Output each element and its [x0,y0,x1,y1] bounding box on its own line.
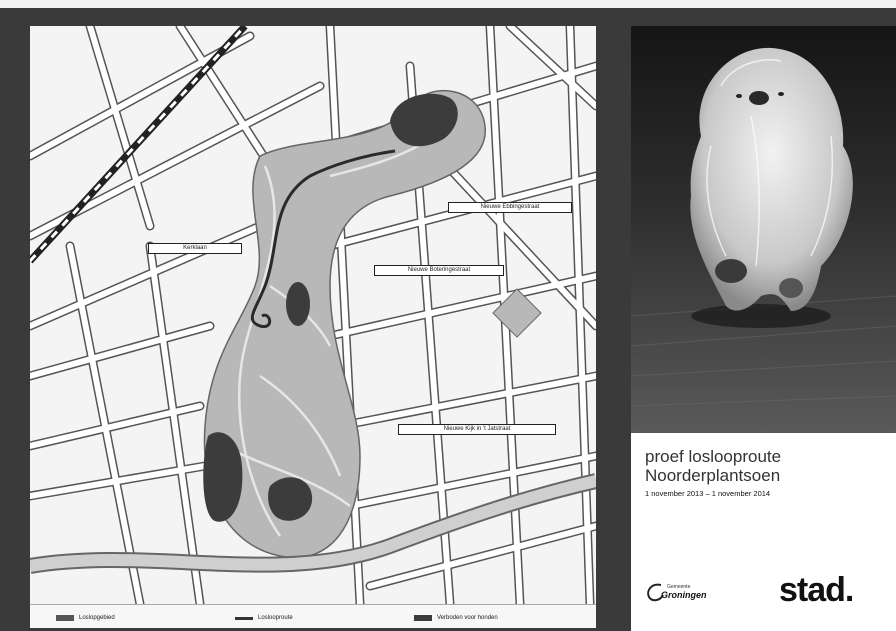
pond-north [390,93,458,147]
dog-photo [631,26,896,433]
railway-dashes [30,26,247,263]
legend-label-losloopgebied: Loslopgebied [79,615,115,621]
legend-item-verboden: Verboden voor honden [414,613,498,623]
legend-label-loslooproute: Loslooproute [258,615,293,621]
stad-brand-logo: stad. [779,571,854,609]
legend-item-loslooproute: Loslooproute [235,613,293,623]
legend-item-losloopgebied: Loslopgebied [56,613,115,623]
top-strip [0,0,896,8]
municipality-main-label: Groningen [661,590,707,600]
route-title-line2: Noorderplantsoen [645,466,781,485]
pond-middle [286,282,310,326]
route-dates: 1 november 2013 – 1 november 2014 [645,489,771,498]
route-title: proef loslooproute Noorderplantsoen [645,447,781,485]
street-label-nieuwe-ebbingestraat: Nieuwe Ebbingestraat [448,202,572,213]
municipality-swoosh-icon [647,583,664,602]
canal [30,475,596,572]
legend-swatch-losloopgebied [56,615,74,621]
dog-photo-image [631,26,896,433]
municipality-logo: Gemeente Groningen [645,581,715,605]
legend-swatch-loslooproute [235,616,253,620]
legend-swatch-verboden [414,615,432,621]
map-canvas[interactable] [30,26,596,604]
dog-route [250,149,396,329]
info-panel: proef loslooproute Noorderplantsoen 1 no… [631,433,896,631]
municipality-sub-label: Gemeente [667,584,691,590]
pond-southwest [203,432,243,522]
legend-label-verboden: Verboden voor honden [437,615,498,621]
square-plein [492,288,542,338]
street-label-nieuwe-kijk-in-t-jatstraat: Nieuwe Kijk in 't Jatstraat [398,424,556,435]
street-label-kerklaan: Kerklaan [148,243,242,254]
map-legend: Loslopgebied Loslooproute Verboden voor … [30,604,596,628]
street-label-nieuwe-boteringestraat: Nieuwe Boteringestraat [374,265,504,276]
dog-body [690,47,853,311]
map-panel[interactable]: Kerklaan Nieuwe Ebbingestraat Nieuwe Bot… [30,26,596,628]
pond-south [268,477,313,521]
route-title-line1: proef loslooproute [645,447,782,466]
dog-nose [749,91,769,105]
